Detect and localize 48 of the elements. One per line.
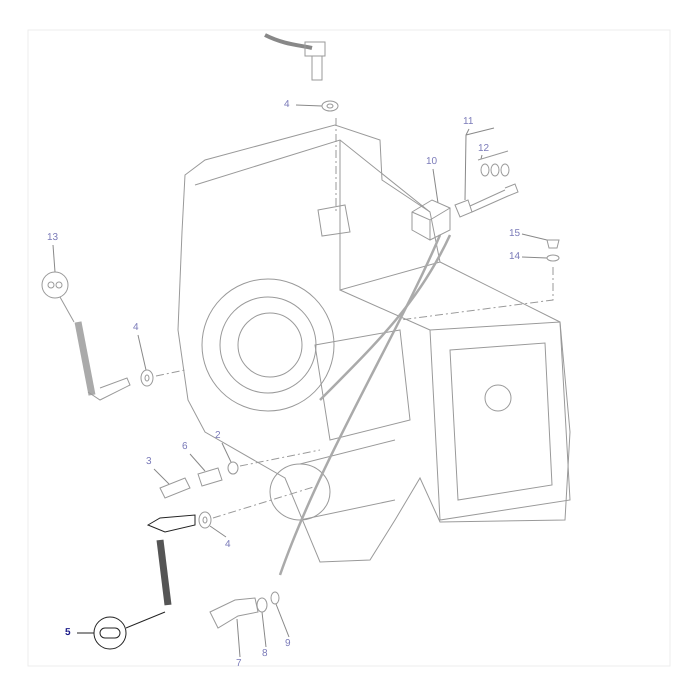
leader-line bbox=[464, 128, 494, 200]
callout-number: 13 bbox=[47, 232, 58, 244]
callout-number: 12 bbox=[478, 143, 490, 155]
callout-number: 15 bbox=[509, 228, 520, 240]
leader-line bbox=[210, 526, 226, 538]
leader-line bbox=[52, 244, 56, 272]
leader-line bbox=[296, 104, 322, 106]
callout-number: 7 bbox=[236, 658, 242, 670]
callout-number: 10 bbox=[426, 156, 438, 168]
leader-line bbox=[522, 256, 548, 258]
callout-number: 11 bbox=[463, 116, 474, 128]
callout-number: 8 bbox=[262, 648, 268, 660]
hose-drawing bbox=[42, 272, 131, 401]
o-ring-set-icon bbox=[478, 150, 510, 176]
leader-line bbox=[480, 154, 482, 160]
callout-number: 9 bbox=[285, 638, 291, 650]
callout-number: 4 bbox=[284, 99, 290, 111]
leader-line bbox=[138, 334, 146, 370]
callout-number: 4 bbox=[133, 322, 139, 334]
leader-line bbox=[276, 604, 290, 638]
callout-number: 14 bbox=[509, 251, 520, 263]
o-ring-icon bbox=[546, 254, 560, 262]
o-ring-icon bbox=[228, 462, 238, 474]
callout-number: 2 bbox=[215, 430, 221, 442]
leader-line bbox=[154, 468, 170, 484]
washer-icon bbox=[198, 512, 212, 528]
leader-line bbox=[190, 454, 206, 472]
bolt-icon bbox=[454, 183, 519, 218]
connector-block-icon bbox=[412, 199, 450, 241]
bolt-icon bbox=[209, 597, 259, 629]
washer-icon bbox=[322, 100, 338, 112]
leader-line bbox=[222, 442, 232, 462]
callout-number: 3 bbox=[146, 456, 152, 468]
leader-line bbox=[236, 618, 240, 658]
washer-icon bbox=[140, 370, 154, 386]
sensor-icon bbox=[159, 477, 191, 499]
plug-icon bbox=[546, 240, 560, 248]
leader-line bbox=[522, 234, 548, 240]
o-ring-icon bbox=[256, 598, 268, 612]
o-ring-icon bbox=[270, 592, 280, 604]
leader-line bbox=[76, 632, 94, 634]
callout-number: 6 bbox=[182, 441, 188, 453]
callout-number: 5 bbox=[65, 627, 71, 639]
hose-drawing bbox=[94, 514, 196, 650]
leader-line bbox=[432, 168, 438, 204]
callout-number: 4 bbox=[225, 539, 231, 551]
leader-line bbox=[262, 612, 266, 648]
adapter-icon bbox=[197, 467, 223, 487]
